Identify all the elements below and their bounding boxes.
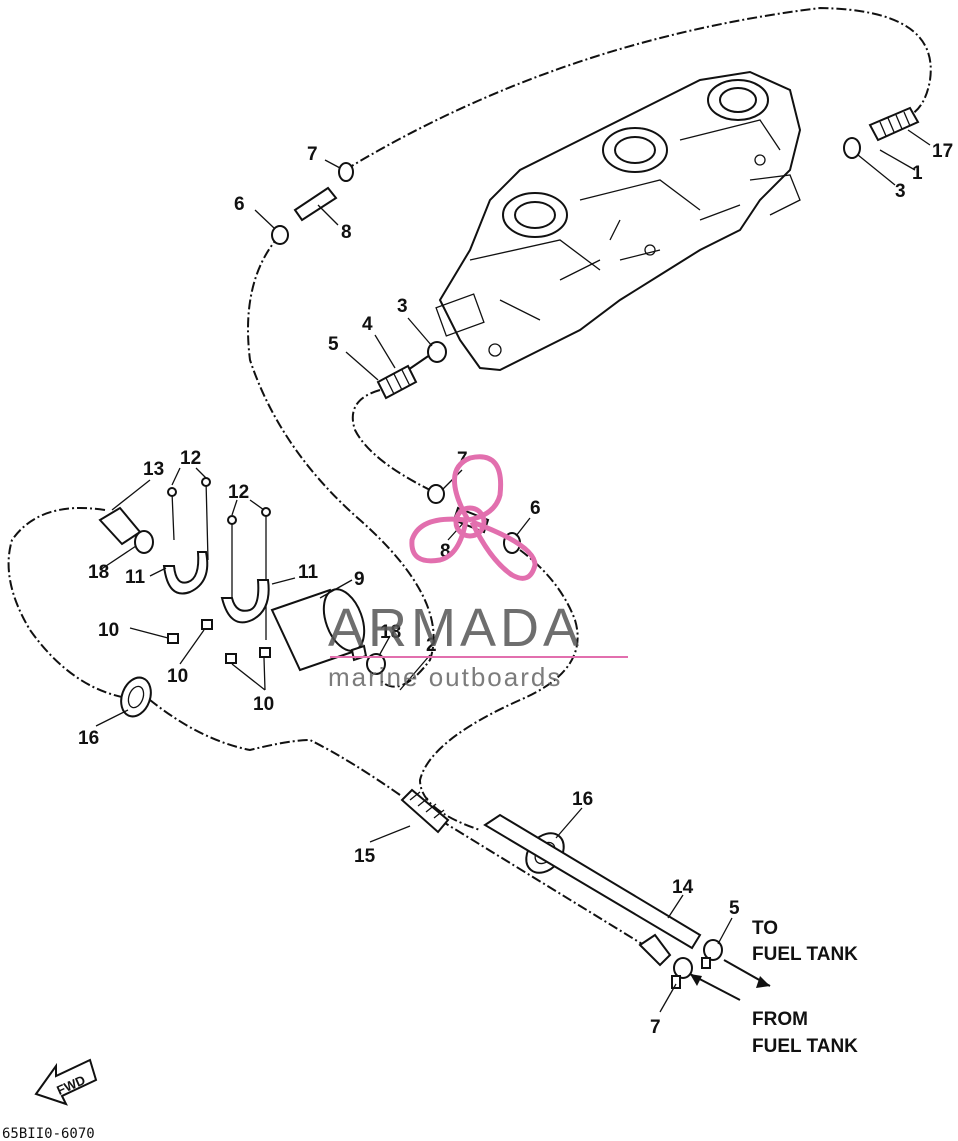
callout-17: 17 [932, 141, 953, 162]
hose-protector-17 [868, 106, 920, 142]
callout-6: 6 [234, 194, 245, 215]
callout-7: 7 [307, 144, 318, 165]
hose-14 [483, 813, 702, 967]
to-label: TO [752, 918, 778, 939]
nuts-10 [167, 619, 271, 664]
callout-13: 13 [143, 459, 164, 480]
armada-watermark: ARMADA marine outboards [328, 454, 628, 692]
hose-protector-4 [376, 364, 418, 400]
clip-3-right [843, 137, 861, 159]
leader-lines [95, 129, 931, 1013]
callout-10: 10 [253, 694, 274, 715]
callout-8: 8 [341, 222, 352, 243]
callout-11: 11 [298, 562, 319, 583]
brand-logo-text: ARMADA [328, 598, 583, 658]
brand-tagline: marine outboards [328, 662, 562, 692]
drawing-code: 65BII0-6070 [2, 1126, 95, 1141]
clip-18-right [366, 653, 386, 675]
callout-18: 18 [380, 622, 401, 643]
callout-14: 14 [672, 877, 694, 898]
propeller-logo [409, 454, 538, 581]
callout-3: 3 [397, 296, 408, 317]
callout-9: 9 [354, 569, 365, 590]
from-fuel-tank-label: FUEL TANK [752, 1036, 858, 1057]
bracket-11-left [162, 551, 209, 595]
clip-18-left [134, 530, 154, 554]
joint-fitting-8-top [271, 162, 354, 245]
callout-12: 12 [228, 482, 249, 503]
callout-7: 7 [650, 1017, 661, 1038]
callout-15: 15 [354, 846, 376, 867]
callout-2: 2 [426, 635, 437, 656]
tank-labels: TO FUEL TANK FROM FUEL TANK [752, 918, 858, 1057]
hose-13 [98, 506, 142, 546]
callout-3: 3 [895, 181, 906, 202]
callout-numbers: 17 1 3 7 6 8 3 4 5 13 12 12 7 6 8 18 11 … [78, 141, 953, 1038]
callout-11: 11 [125, 567, 146, 588]
callout-4: 4 [362, 314, 373, 335]
callout-8: 8 [440, 541, 451, 562]
carburetor-assembly [435, 70, 802, 372]
from-label: FROM [752, 1009, 808, 1030]
callout-5: 5 [729, 898, 740, 919]
flow-arrows [689, 959, 771, 1001]
fuel-filter-9 [270, 588, 368, 672]
clip-5-tank [701, 939, 723, 969]
hose-protector-15 [400, 788, 450, 834]
callout-1: 1 [912, 163, 923, 184]
callout-16: 16 [78, 728, 99, 749]
clip-3-middle [427, 341, 447, 363]
bracket-11-right [220, 579, 270, 624]
callout-12: 12 [180, 448, 201, 469]
callout-6: 6 [530, 498, 541, 519]
callout-18: 18 [88, 562, 109, 583]
clip-7-tank [671, 957, 693, 989]
callout-10: 10 [98, 620, 119, 641]
callout-16: 16 [572, 789, 593, 810]
fwd-arrow-icon: FWD [34, 1058, 98, 1106]
grommet-16-left [120, 676, 152, 718]
callout-5: 5 [328, 334, 339, 355]
fuel-hoses [7, 6, 932, 956]
callout-10: 10 [167, 666, 188, 687]
to-fuel-tank-label: FUEL TANK [752, 944, 858, 965]
